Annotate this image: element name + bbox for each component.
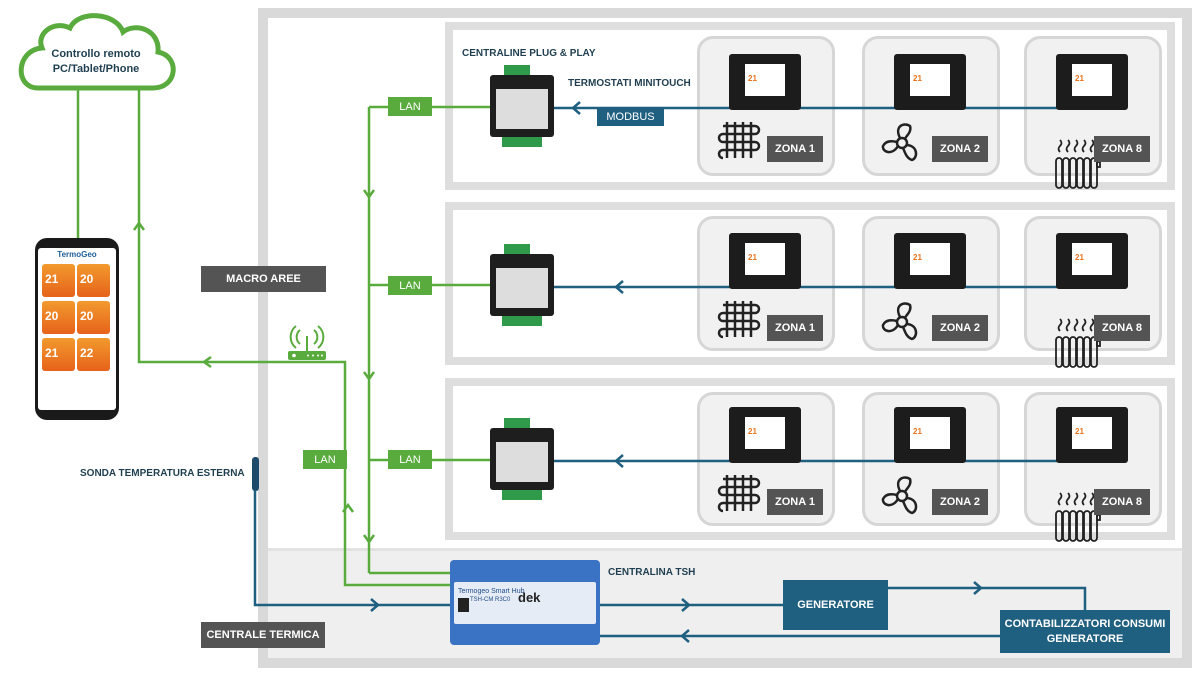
app-brand: TermoGeo	[57, 250, 97, 259]
zone-tile[interactable]: 20	[77, 301, 110, 334]
lan-label: LAN	[388, 276, 432, 295]
radiator-icon	[1052, 491, 1102, 548]
temperature-sensor-icon	[252, 457, 259, 491]
contab-line2: GENERATORE	[1046, 632, 1124, 645]
fan-coil-icon	[880, 120, 924, 169]
thermostat-temp: 21	[1072, 243, 1112, 275]
contab-line1: CONTABILIZZATORI CONSUMI	[1004, 617, 1166, 630]
minitouch-thermostat: 21	[1056, 407, 1128, 463]
modbus-label: MODBUS	[597, 108, 664, 126]
zone-label: ZONA 2	[932, 489, 988, 515]
macro-aree-label: MACRO AREE	[201, 266, 326, 292]
centralina-plug-play	[490, 418, 554, 502]
zone-tile[interactable]: 21	[42, 338, 75, 371]
thermostat-temp: 21	[1072, 417, 1112, 449]
tsh-brand: dek	[518, 590, 541, 605]
minitouch-thermostat: 21	[894, 54, 966, 110]
zone-label: ZONA 2	[932, 315, 988, 341]
centralina-tsh-label: CENTRALINA TSH	[608, 567, 696, 578]
contabilizzatori-box: CONTABILIZZATORI CONSUMI GENERATORE	[1000, 610, 1170, 653]
tsh-name: Termogeo Smart Hub	[458, 588, 525, 595]
zone-tile[interactable]: 22	[77, 338, 110, 371]
fan-coil-icon	[880, 299, 924, 348]
thermostat-temp: 21	[910, 64, 950, 96]
thermostat-temp: 21	[745, 64, 785, 96]
minitouch-thermostat: 21	[1056, 54, 1128, 110]
cloud-icon	[18, 13, 176, 91]
minitouch-thermostat: 21	[894, 407, 966, 463]
cloud-line1: Controllo remoto	[51, 48, 141, 60]
zone-tile[interactable]: 20	[42, 301, 75, 334]
minitouch-thermostat: 21	[729, 54, 801, 110]
zone-label: ZONA 1	[767, 136, 823, 162]
zone-label: ZONA 8	[1094, 489, 1150, 515]
lan-label: LAN	[388, 450, 432, 469]
thermostat-temp: 21	[745, 417, 785, 449]
minitouch-thermostat: 21	[894, 233, 966, 289]
sonda-label: SONDA TEMPERATURA ESTERNA	[80, 468, 245, 479]
zone-tile[interactable]: 20	[77, 264, 110, 297]
centrale-termica-label: CENTRALE TERMICA	[201, 622, 325, 648]
floor-heating-icon	[715, 299, 761, 344]
generatore-box: GENERATORE	[783, 580, 888, 630]
termostati-label: TERMOSTATI MINITOUCH	[568, 78, 691, 89]
router-icon	[288, 325, 326, 360]
tsh-model: TSH-CM R3C0	[470, 597, 511, 603]
lan-label: LAN	[388, 97, 432, 116]
fan-coil-icon	[880, 473, 924, 522]
cloud-label: Controllo remoto PC/Tablet/Phone	[30, 47, 162, 77]
zone-label: ZONA 8	[1094, 315, 1150, 341]
centralina-plug-play	[490, 244, 554, 328]
minitouch-thermostat: 21	[729, 407, 801, 463]
thermostat-temp: 21	[910, 243, 950, 275]
qr-code-icon	[458, 598, 469, 612]
lan-label: LAN	[303, 450, 347, 469]
zone-label: ZONA 1	[767, 315, 823, 341]
thermostat-temp: 21	[745, 243, 785, 275]
zone-tile[interactable]: 21	[42, 264, 75, 297]
floor-heating-icon	[715, 120, 761, 165]
zone-label: ZONA 2	[932, 136, 988, 162]
thermostat-temp: 21	[910, 417, 950, 449]
floor-heating-icon	[715, 473, 761, 518]
radiator-icon	[1052, 138, 1102, 195]
centraline-label: CENTRALINE PLUG & PLAY	[462, 48, 596, 59]
minitouch-thermostat: 21	[729, 233, 801, 289]
zone-label: ZONA 1	[767, 489, 823, 515]
thermostat-temp: 21	[1072, 64, 1112, 96]
centralina-tsh-device: Termogeo Smart Hub TSH-CM R3C0 dek	[450, 560, 600, 645]
minitouch-thermostat: 21	[1056, 233, 1128, 289]
centralina-plug-play	[490, 65, 554, 149]
zone-label: ZONA 8	[1094, 136, 1150, 162]
cloud-line2: PC/Tablet/Phone	[52, 63, 140, 75]
